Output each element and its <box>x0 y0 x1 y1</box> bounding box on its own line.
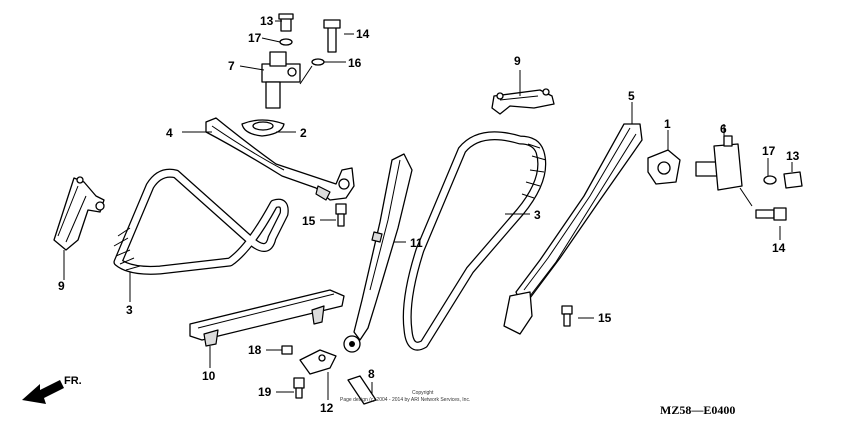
callout-6: 6 <box>720 122 727 136</box>
chain-guide-upper <box>491 88 555 115</box>
callout-14-top: 14 <box>356 27 370 41</box>
callout-10: 10 <box>202 369 216 383</box>
callout-4: 4 <box>166 126 173 140</box>
copyright-line-1: Copyright <box>412 390 434 396</box>
callout-15-left: 15 <box>302 214 316 228</box>
small-parts-lower <box>281 345 377 405</box>
callout-13-right: 13 <box>786 149 800 163</box>
callout-11: 11 <box>410 236 423 250</box>
callout-14-right: 14 <box>772 241 786 255</box>
chain-guide-left <box>53 176 105 251</box>
callouts: 13 17 14 16 7 4 2 15 9 3 11 5 1 6 17 13 … <box>58 14 800 415</box>
callout-13-top: 13 <box>260 14 274 28</box>
callout-2: 2 <box>300 126 307 140</box>
cam-chain-center <box>402 131 547 351</box>
front-arrow: FR. <box>22 375 82 404</box>
callout-12: 12 <box>320 401 334 415</box>
bolt-15-right <box>561 305 573 327</box>
callout-9-left: 9 <box>58 279 65 293</box>
callout-8: 8 <box>368 367 375 381</box>
callout-16: 16 <box>348 56 362 70</box>
gasket <box>241 119 285 137</box>
front-arrow-label: FR. <box>64 375 82 387</box>
callout-9-top: 9 <box>514 54 521 68</box>
bolt-15-left <box>335 203 347 227</box>
callout-3-center: 3 <box>534 208 541 222</box>
callout-15-right: 15 <box>598 311 612 325</box>
callout-5: 5 <box>628 89 635 103</box>
callout-18: 18 <box>248 343 262 357</box>
callout-17-right: 17 <box>762 144 776 158</box>
tensioner-arm <box>205 117 355 201</box>
leader-lines <box>63 20 793 400</box>
chain-guide-lower <box>189 289 345 347</box>
callout-19: 19 <box>258 385 272 399</box>
callout-7: 7 <box>228 59 235 73</box>
callout-3-left: 3 <box>126 303 133 317</box>
tensioner-lifter-upper <box>261 13 341 109</box>
cam-chain-left <box>113 168 289 275</box>
diagram-code: MZ58—E0400 <box>660 403 735 417</box>
callout-1: 1 <box>664 117 671 131</box>
tensioner-slipper <box>343 153 413 353</box>
tensioner-lifter-right <box>647 135 803 221</box>
copyright-line-2: Page design (c) 2004 - 2014 by ARI Netwo… <box>340 397 470 403</box>
chain-guide-right <box>503 123 643 335</box>
callout-17-top: 17 <box>248 31 262 45</box>
